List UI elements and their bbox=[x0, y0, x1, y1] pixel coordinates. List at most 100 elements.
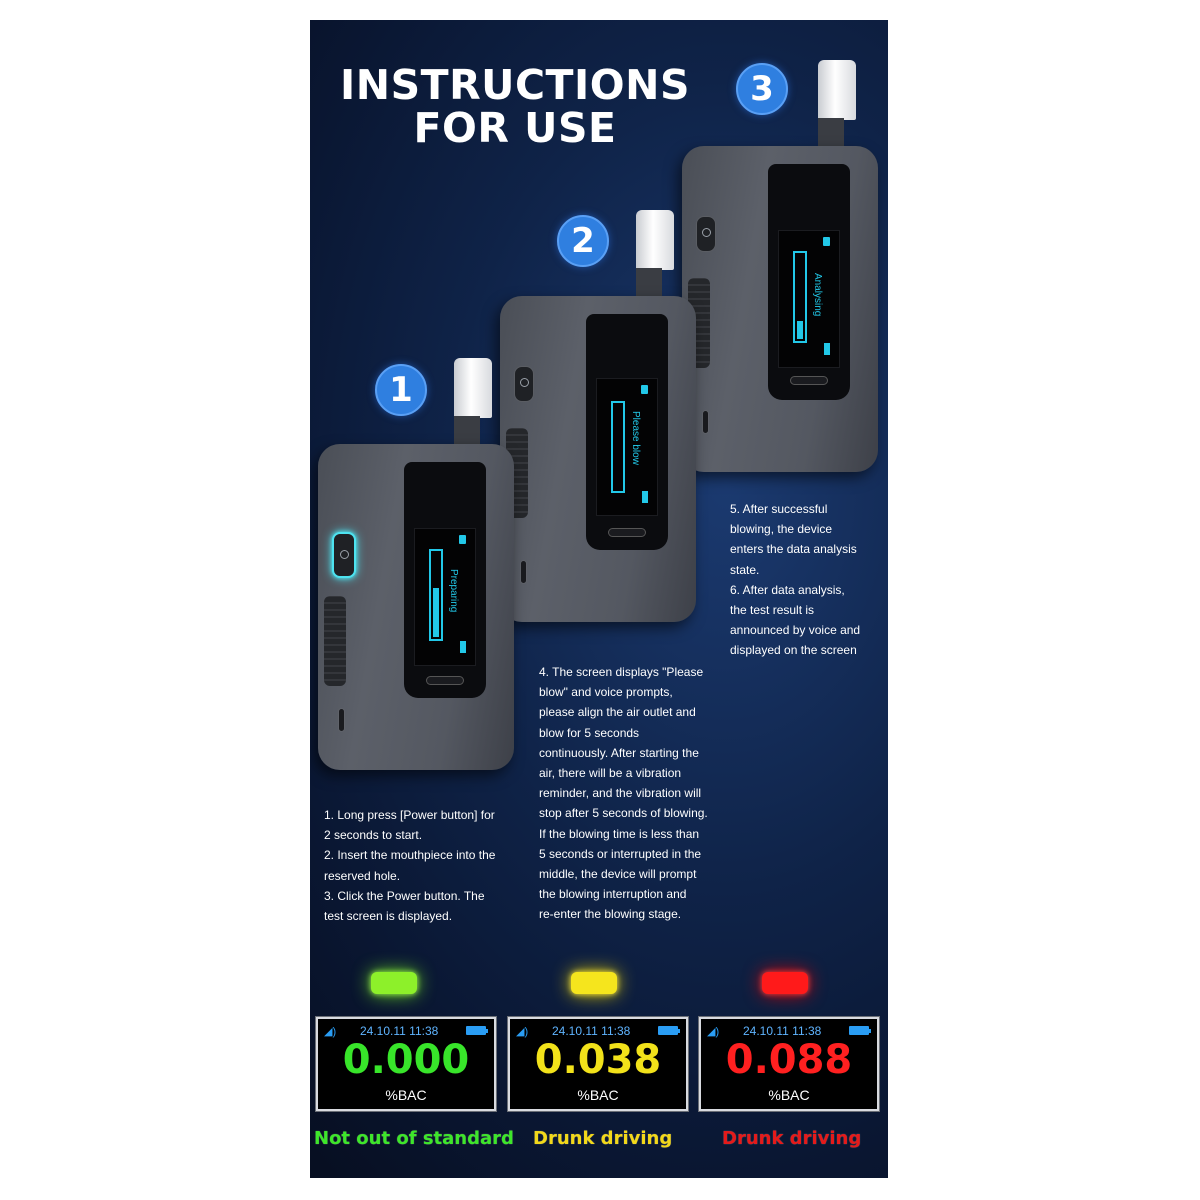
mouthpiece-neck bbox=[454, 416, 480, 446]
air-slot bbox=[790, 376, 828, 385]
instruction-line: middle, the device will prompt bbox=[539, 867, 697, 882]
instruction-line: 2 seconds to start. bbox=[324, 828, 423, 843]
display-datetime: 24.10.11 11:38 bbox=[360, 1024, 439, 1038]
instructions-block-3: 5. After successful blowing, the device en… bbox=[730, 499, 860, 661]
power-button bbox=[514, 366, 534, 402]
instruction-line: stop after 5 seconds of blowing. bbox=[539, 806, 708, 821]
poster-title: INSTRUCTIONS FOR USE bbox=[310, 64, 720, 150]
mouthpiece bbox=[454, 358, 492, 418]
instructions-poster: INSTRUCTIONS FOR USE 1 2 3 Analysing bbox=[310, 20, 888, 1178]
step-badge-3: 3 bbox=[736, 63, 788, 115]
mouthpiece bbox=[636, 210, 674, 270]
oled-screen: Analysing bbox=[778, 230, 840, 368]
device-step-1: Preparing bbox=[318, 358, 514, 770]
result-display-1: ◢) 24.10.11 11:38 0.000 %BAC bbox=[315, 1016, 497, 1112]
instruction-line: the test result is bbox=[730, 603, 815, 618]
bac-reading: 0.038 bbox=[534, 1037, 662, 1083]
instruction-line: 6. After data analysis, bbox=[730, 582, 845, 597]
bac-reading: 0.000 bbox=[342, 1037, 470, 1083]
instruction-line: air, there will be a vibration bbox=[539, 766, 682, 781]
step-badge-1: 1 bbox=[375, 364, 427, 416]
air-slot bbox=[608, 528, 646, 537]
bac-unit: %BAC bbox=[577, 1087, 619, 1103]
mouthpiece-neck bbox=[818, 118, 844, 148]
power-button bbox=[696, 216, 716, 252]
battery-icon bbox=[849, 1026, 871, 1035]
instruction-line: 3. Click the Power button. The bbox=[324, 888, 485, 903]
instruction-line: continuously. After starting the bbox=[539, 745, 699, 760]
instruction-line: announced by voice and bbox=[730, 623, 861, 638]
side-grip bbox=[324, 596, 346, 686]
instruction-line: 4. The screen displays "Please bbox=[539, 665, 704, 679]
instruction-line: please align the air outlet and bbox=[539, 705, 696, 720]
instruction-line: enters the data analysis bbox=[730, 542, 857, 557]
speaker-icon bbox=[459, 535, 466, 544]
oled-screen: Please blow bbox=[596, 378, 658, 516]
power-icon bbox=[702, 228, 711, 237]
mouthpiece bbox=[818, 60, 856, 120]
progress-bar bbox=[793, 251, 807, 343]
instructions-block-2: 4. The screen displays "Please blow" and … bbox=[539, 662, 708, 925]
progress-bar bbox=[429, 549, 443, 641]
speaker-icon: ◢) bbox=[516, 1026, 529, 1038]
bac-reading: 0.088 bbox=[725, 1037, 853, 1083]
progress-bar bbox=[611, 401, 625, 493]
battery-icon bbox=[460, 641, 466, 653]
status-label-1: Not out of standard bbox=[314, 1128, 514, 1149]
instruction-line: 5. After successful bbox=[730, 502, 828, 516]
speaker-icon bbox=[641, 385, 648, 394]
instruction-line: reminder, and the vibration will bbox=[539, 786, 702, 801]
instruction-line: test screen is displayed. bbox=[324, 909, 453, 924]
oled-status-text: Analysing bbox=[812, 273, 823, 317]
status-label-2: Drunk driving bbox=[533, 1128, 673, 1149]
device-step-2: Please blow bbox=[500, 210, 696, 622]
red-indicator-light bbox=[762, 972, 808, 994]
yellow-indicator-light bbox=[571, 972, 617, 994]
instruction-line: blow for 5 seconds bbox=[539, 725, 640, 740]
speaker-icon: ◢) bbox=[324, 1026, 337, 1038]
bac-unit: %BAC bbox=[385, 1087, 427, 1103]
step-badge-2: 2 bbox=[557, 215, 609, 267]
progress-fill bbox=[433, 588, 439, 637]
display-topbar: ◢) 24.10.11 11:38 bbox=[707, 1022, 871, 1038]
display-topbar: ◢) 24.10.11 11:38 bbox=[516, 1022, 680, 1038]
power-button bbox=[332, 532, 356, 578]
instruction-line: 5 seconds or interrupted in the bbox=[539, 846, 702, 861]
display-datetime: 24.10.11 11:38 bbox=[552, 1024, 631, 1038]
result-display-2: ◢) 24.10.11 11:38 0.038 %BAC bbox=[507, 1016, 689, 1112]
title-line-1: INSTRUCTIONS bbox=[340, 61, 690, 109]
bac-unit: %BAC bbox=[768, 1087, 810, 1103]
title-line-2: FOR USE bbox=[413, 104, 617, 152]
instruction-line: displayed on the screen bbox=[730, 643, 857, 658]
usb-port bbox=[338, 708, 345, 732]
oled-status-text: Please blow bbox=[630, 411, 641, 465]
usb-port bbox=[520, 560, 527, 584]
display-datetime: 24.10.11 11:38 bbox=[743, 1024, 822, 1038]
display-topbar: ◢) 24.10.11 11:38 bbox=[324, 1022, 488, 1038]
oled-screen: Preparing bbox=[414, 528, 476, 666]
instruction-line: blowing, the device bbox=[730, 522, 833, 537]
instruction-line: 2. Insert the mouthpiece into the bbox=[324, 848, 496, 863]
progress-fill bbox=[797, 321, 803, 339]
usb-port bbox=[702, 410, 709, 434]
result-display-3: ◢) 24.10.11 11:38 0.088 %BAC bbox=[698, 1016, 880, 1112]
mouthpiece-neck bbox=[636, 268, 662, 298]
status-label-3: Drunk driving bbox=[722, 1128, 862, 1149]
instruction-line: 1. Long press [Power button] for bbox=[324, 808, 495, 822]
device-step-3: Analysing bbox=[682, 60, 878, 472]
battery-icon bbox=[824, 343, 830, 355]
speaker-icon bbox=[823, 237, 830, 246]
instruction-line: reserved hole. bbox=[324, 868, 401, 883]
instruction-line: the blowing interruption and bbox=[539, 887, 687, 902]
battery-icon bbox=[466, 1026, 488, 1035]
power-icon bbox=[340, 550, 349, 559]
air-slot bbox=[426, 676, 464, 685]
oled-status-text: Preparing bbox=[448, 569, 459, 613]
green-indicator-light bbox=[371, 972, 417, 994]
battery-icon bbox=[658, 1026, 680, 1035]
instruction-line: state. bbox=[730, 562, 760, 577]
instruction-line: re-enter the blowing stage. bbox=[539, 907, 682, 922]
battery-icon bbox=[642, 491, 648, 503]
instruction-line: blow" and voice prompts, bbox=[539, 685, 673, 700]
instructions-block-1: 1. Long press [Power button] for 2 second… bbox=[324, 805, 495, 926]
